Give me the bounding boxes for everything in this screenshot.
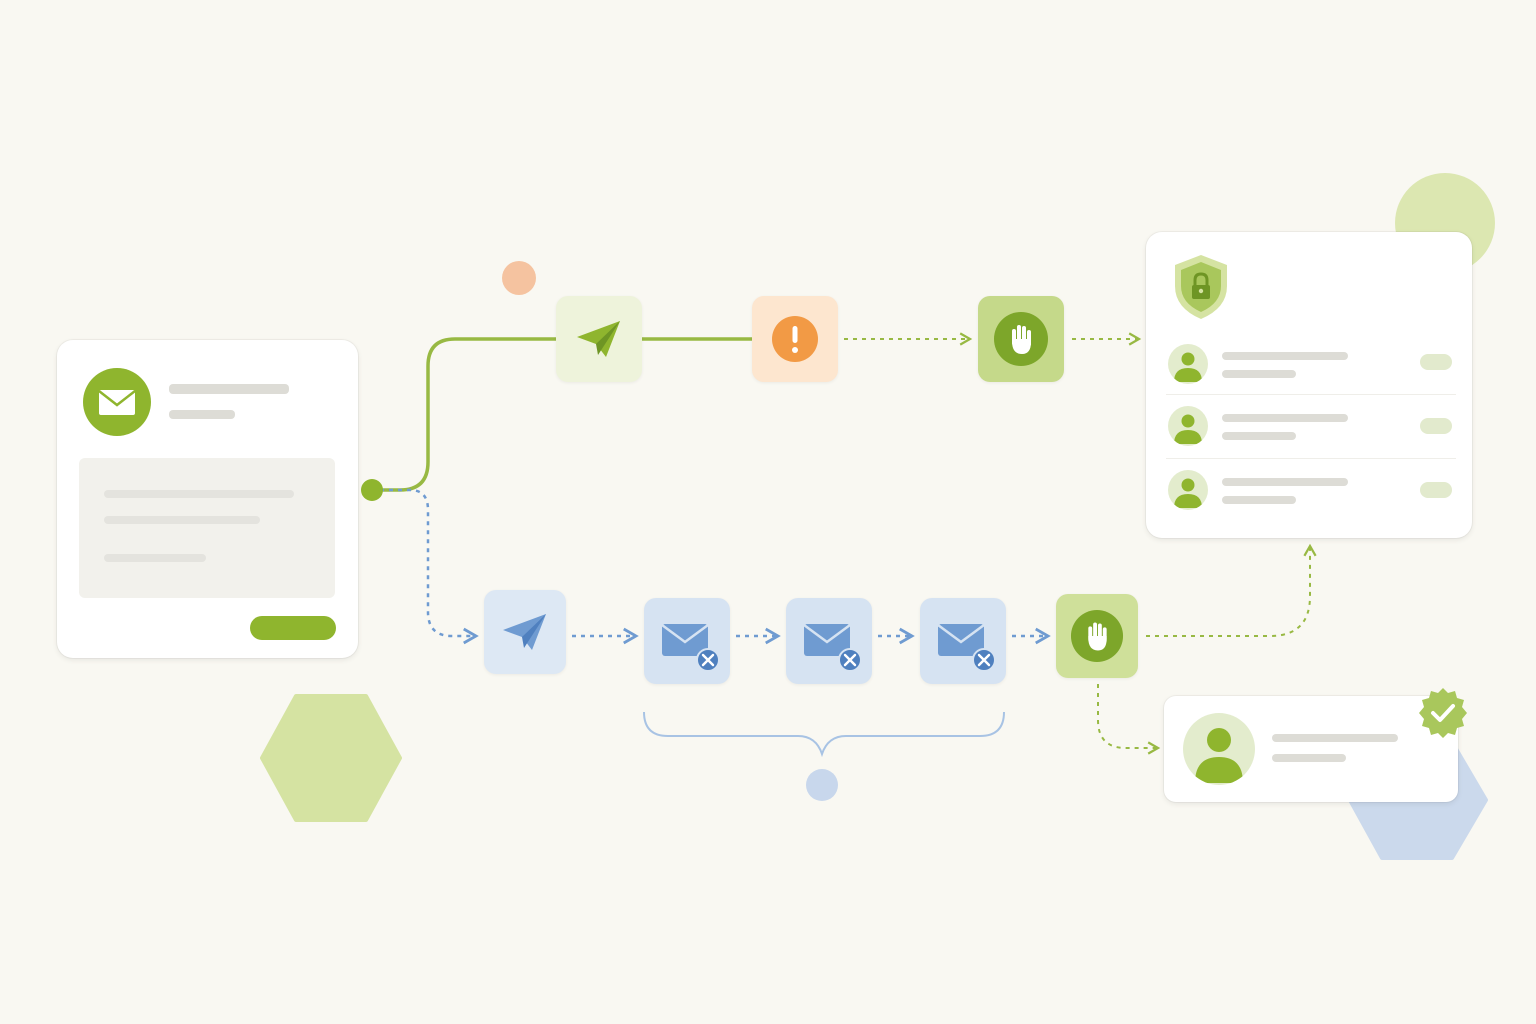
upper-warning-node [752, 296, 838, 382]
user-icon [1168, 470, 1208, 510]
failed-email-node [920, 598, 1006, 684]
list-item-status-pill [1420, 482, 1452, 498]
list-item-title-placeholder [1222, 352, 1348, 360]
user-icon [1168, 406, 1208, 446]
email-subtitle-placeholder [169, 410, 235, 419]
email-card [57, 340, 358, 658]
list-item-title-placeholder [1222, 478, 1348, 486]
email-body-line [104, 554, 206, 562]
list-item-status-pill [1420, 418, 1452, 434]
edge-upper-branch [372, 337, 556, 492]
list-item-subtitle-placeholder [1222, 496, 1296, 504]
failed-email-node [786, 598, 872, 684]
shield-lock-icon [1175, 255, 1227, 319]
envelope-x-icon [937, 623, 996, 672]
deco-dot-orange [502, 261, 536, 295]
upper-block-node [978, 296, 1064, 382]
group-node [806, 769, 838, 801]
envelope-x-icon [661, 623, 720, 672]
failed-email-node [644, 598, 730, 684]
upper-send-node [556, 296, 642, 382]
group-brace [643, 711, 1005, 758]
list-divider [1166, 394, 1456, 395]
deco-hexagon-green [260, 694, 402, 822]
verified-user-card [1164, 696, 1458, 802]
paper-plane-icon [503, 614, 546, 650]
envelope-icon [83, 368, 151, 436]
envelope-x-icon [803, 623, 862, 672]
paper-plane-icon [577, 321, 620, 357]
send-button[interactable] [250, 616, 336, 640]
email-body-line [104, 490, 294, 498]
list-item-title-placeholder [1222, 414, 1348, 422]
email-body-line [104, 516, 260, 524]
list-item-status-pill [1420, 354, 1452, 370]
user-icon [1168, 344, 1208, 384]
edge-block-to-security-up [1146, 543, 1317, 637]
lower-block-node [1056, 594, 1138, 678]
edge-lower-branch [380, 488, 479, 645]
check-badge-icon [1419, 688, 1467, 738]
email-title-placeholder [169, 384, 289, 394]
user-icon [1183, 713, 1255, 785]
security-list-card [1146, 232, 1472, 538]
email-body [79, 458, 335, 598]
list-item-subtitle-placeholder [1222, 370, 1296, 378]
list-item-subtitle-placeholder [1222, 432, 1296, 440]
junction-dot [361, 479, 383, 501]
user-name-placeholder [1272, 734, 1398, 742]
exclamation-icon [772, 316, 818, 362]
user-detail-placeholder [1272, 754, 1346, 762]
list-divider [1166, 458, 1456, 459]
hand-stop-icon [1070, 609, 1124, 663]
hand-stop-icon [994, 312, 1048, 366]
lower-send-node [484, 590, 566, 674]
edge-block-to-user [1097, 684, 1161, 755]
